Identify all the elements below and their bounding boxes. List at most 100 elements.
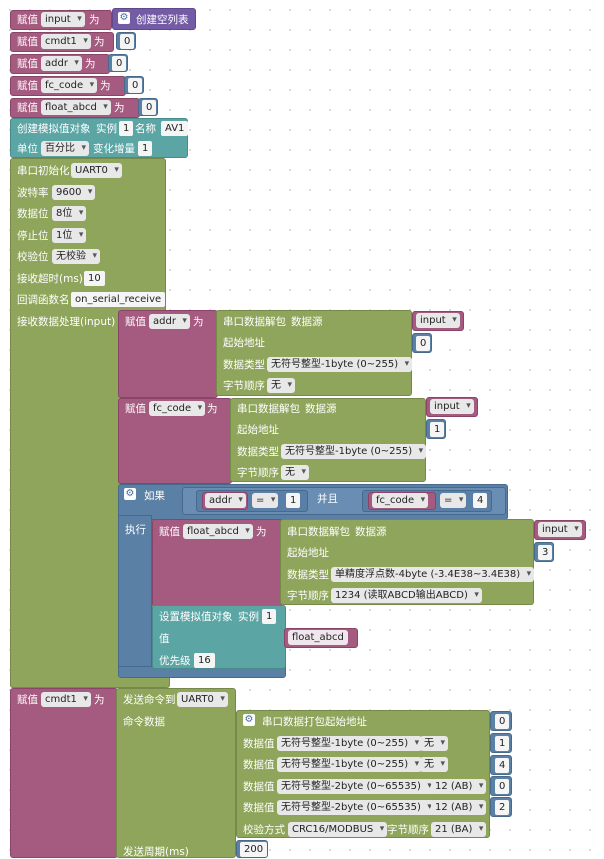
number-value[interactable]: 0 — [128, 78, 143, 93]
var-input-dropdown[interactable]: input — [538, 522, 582, 537]
port-dropdown[interactable]: UART0 — [71, 163, 122, 178]
var-addr-dropdown[interactable]: addr — [41, 56, 82, 71]
create-empty-list-block[interactable] — [112, 8, 196, 30]
send-label: 发送命令到 — [123, 694, 176, 706]
gear-icon[interactable]: ⚙ — [243, 714, 255, 726]
var-fc_code-dropdown[interactable]: fc_code — [149, 401, 206, 416]
start-value[interactable]: 1 — [430, 422, 445, 437]
baud-dropdown[interactable]: 9600 — [52, 185, 96, 200]
data-type-dropdown[interactable]: 无符号整型-2byte (0~65535) — [277, 779, 435, 794]
eq-dropdown[interactable]: = — [252, 493, 279, 508]
create-analog-block[interactable] — [10, 118, 188, 158]
var-input-dropdown[interactable]: input — [416, 313, 460, 328]
create-analog-label: 创建模拟值对象 — [17, 123, 91, 135]
data-type-dropdown[interactable]: 无符号整型-2byte (0~65535) — [277, 800, 435, 815]
data-order-dropdown[interactable]: 无 — [420, 757, 448, 772]
type-dropdown[interactable]: 单精度浮点数-4byte (-3.4E38~3.4E38) — [331, 567, 535, 582]
start-value[interactable]: 3 — [538, 545, 553, 560]
data-order-dropdown[interactable]: 12 (AB) — [431, 800, 487, 815]
source-label: 数据源 — [291, 316, 323, 328]
start-label: 起始地址 — [237, 424, 279, 436]
eq-dropdown[interactable]: = — [440, 493, 467, 508]
var-input-dropdown[interactable]: input — [430, 399, 474, 414]
start-label: 起始地址 — [287, 547, 329, 559]
var-addr-dropdown[interactable]: addr — [149, 314, 190, 329]
pack-label: 串口数据打包 — [262, 716, 325, 728]
start-value[interactable]: 0 — [416, 336, 431, 351]
name-input[interactable]: AV1 — [161, 121, 189, 136]
priority-input[interactable]: 16 — [194, 653, 215, 668]
to-label: 为 — [207, 403, 218, 415]
var-cmdt1-dropdown[interactable]: cmdt1 — [41, 34, 91, 49]
type-dropdown[interactable]: 无符号整型-1byte (0~255) — [267, 357, 413, 372]
pack-start-value[interactable]: 0 — [495, 714, 510, 729]
gear-icon[interactable]: ⚙ — [124, 488, 136, 500]
instance-label: 实例 — [238, 611, 259, 623]
unpack-label: 串口数据解包 — [223, 316, 286, 328]
data-bits-dropdown[interactable]: 8位 — [52, 206, 87, 221]
number-value[interactable]: 0 — [120, 34, 135, 49]
data-type-dropdown[interactable]: 无符号整型-1byte (0~255) — [277, 757, 423, 772]
source-label: 数据源 — [305, 403, 337, 415]
callback-input[interactable]: on_serial_receive — [71, 292, 166, 307]
data-value-label: 数据值 — [243, 802, 275, 814]
number-value[interactable]: 0 — [112, 56, 127, 71]
data-value-1[interactable]: 1 — [495, 736, 510, 751]
change-label: 变化增量 — [93, 143, 135, 155]
parity-dropdown[interactable]: 无校验 — [52, 249, 100, 264]
check-dropdown[interactable]: CRC16/MODBUS — [288, 822, 388, 837]
var-float_abcd-dropdown[interactable]: float_abcd — [41, 100, 111, 115]
serial-init-label: 串口初始化 — [17, 165, 70, 177]
data-value-3[interactable]: 0 — [495, 779, 510, 794]
to-label: 为 — [256, 526, 267, 538]
to-label: 为 — [85, 58, 96, 70]
assign-cmdt1-send-block[interactable] — [10, 688, 118, 858]
unit-dropdown[interactable]: 百分比 — [41, 141, 89, 156]
change-input[interactable]: 1 — [138, 141, 153, 156]
data-value-2[interactable]: 4 — [495, 758, 510, 773]
unpack-fc-block[interactable] — [230, 398, 426, 482]
type-dropdown[interactable]: 无符号整型-1byte (0~255) — [281, 444, 427, 459]
period-value[interactable]: 200 — [240, 842, 268, 857]
data-order-dropdown[interactable]: 12 (AB) — [431, 779, 487, 794]
byte-order-dropdown[interactable]: 无 — [267, 378, 295, 393]
var-float_abcd-dropdown[interactable]: float_abcd — [183, 524, 253, 539]
var-float_abcd[interactable]: float_abcd — [288, 630, 348, 645]
var-fc_code-dropdown[interactable]: fc_code — [372, 493, 429, 508]
fc-compare-value[interactable]: 4 — [473, 493, 488, 508]
gear-icon[interactable]: ⚙ — [118, 12, 130, 24]
byte-order-dropdown[interactable]: 无 — [281, 465, 309, 480]
assign-label: 赋值 — [125, 403, 146, 415]
source-label: 数据源 — [355, 526, 387, 538]
data-value-label: 数据值 — [243, 759, 275, 771]
unpack-float-block[interactable] — [280, 519, 534, 605]
stop-bits-dropdown[interactable]: 1位 — [52, 228, 87, 243]
unpack-addr-block[interactable] — [216, 310, 412, 396]
var-addr-dropdown[interactable]: addr — [205, 493, 246, 508]
data-value-4[interactable]: 2 — [495, 800, 510, 815]
byte-order-label: 字节顺序 — [287, 590, 329, 602]
do-label: 执行 — [125, 524, 146, 536]
to-label: 为 — [100, 80, 111, 92]
timeout-input[interactable]: 10 — [84, 271, 105, 286]
if-side — [118, 515, 152, 677]
instance-input[interactable]: 1 — [119, 121, 134, 136]
if-label: 如果 — [144, 490, 165, 502]
var-cmdt1-dropdown[interactable]: cmdt1 — [41, 692, 91, 707]
order-dropdown[interactable]: 21 (BA) — [431, 822, 487, 837]
to-label: 为 — [89, 14, 100, 26]
byte-order-dropdown[interactable]: 1234 (读取ABCD输出ABCD) — [331, 588, 482, 603]
var-fc_code-dropdown[interactable]: fc_code — [41, 78, 98, 93]
create-empty-list-label: 创建空列表 — [136, 14, 189, 26]
addr-compare-value[interactable]: 1 — [286, 493, 301, 508]
type-label: 数据类型 — [223, 359, 265, 371]
baud-label: 波特率 — [17, 187, 49, 199]
pack-block[interactable] — [236, 710, 490, 838]
var-input-dropdown[interactable]: input — [41, 12, 85, 27]
send-command-block[interactable] — [116, 688, 236, 858]
data-order-dropdown[interactable]: 无 — [420, 736, 448, 751]
instance-input[interactable]: 1 — [262, 609, 277, 624]
send-port-dropdown[interactable]: UART0 — [177, 692, 228, 707]
data-type-dropdown[interactable]: 无符号整型-1byte (0~255) — [277, 736, 423, 751]
number-value[interactable]: 0 — [142, 100, 157, 115]
